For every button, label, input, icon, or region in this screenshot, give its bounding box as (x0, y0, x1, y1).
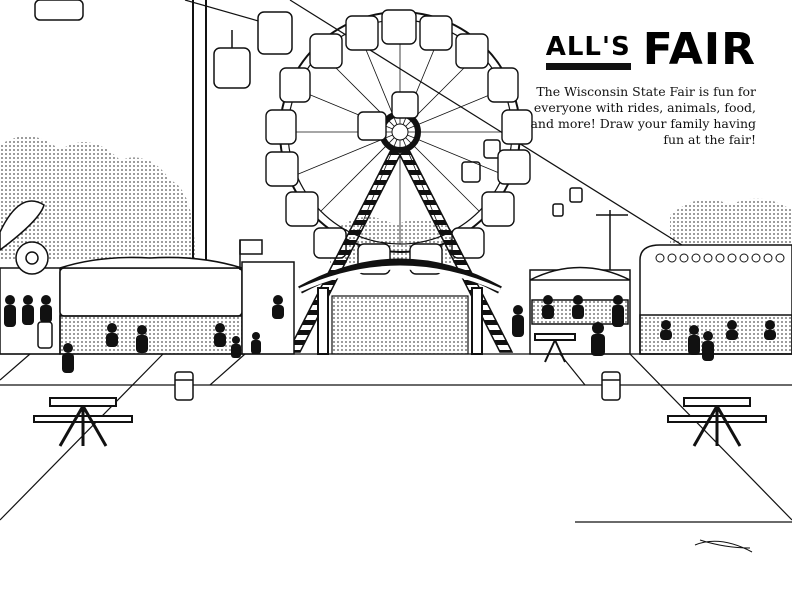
trash-cans (37, 321, 621, 401)
description-text: The Wisconsin State Fair is fun for ever… (530, 83, 756, 147)
sketch-mark (694, 539, 753, 553)
title-part-two: FAIR (642, 24, 756, 75)
crowd-silhouettes (4, 295, 776, 373)
title-heading: ALL'S FAIR (526, 24, 756, 75)
entrance-arch (298, 258, 502, 355)
title-part-one: ALL'S (545, 34, 631, 70)
title-block: ALL'S FAIR The Wisconsin State Fair is f… (526, 24, 756, 148)
skyride-gondolas (34, 0, 583, 217)
ferris-wheel (265, 9, 533, 353)
ground-walkways (0, 353, 792, 523)
ride-tower (192, 0, 207, 270)
picnic-tables (33, 333, 767, 447)
